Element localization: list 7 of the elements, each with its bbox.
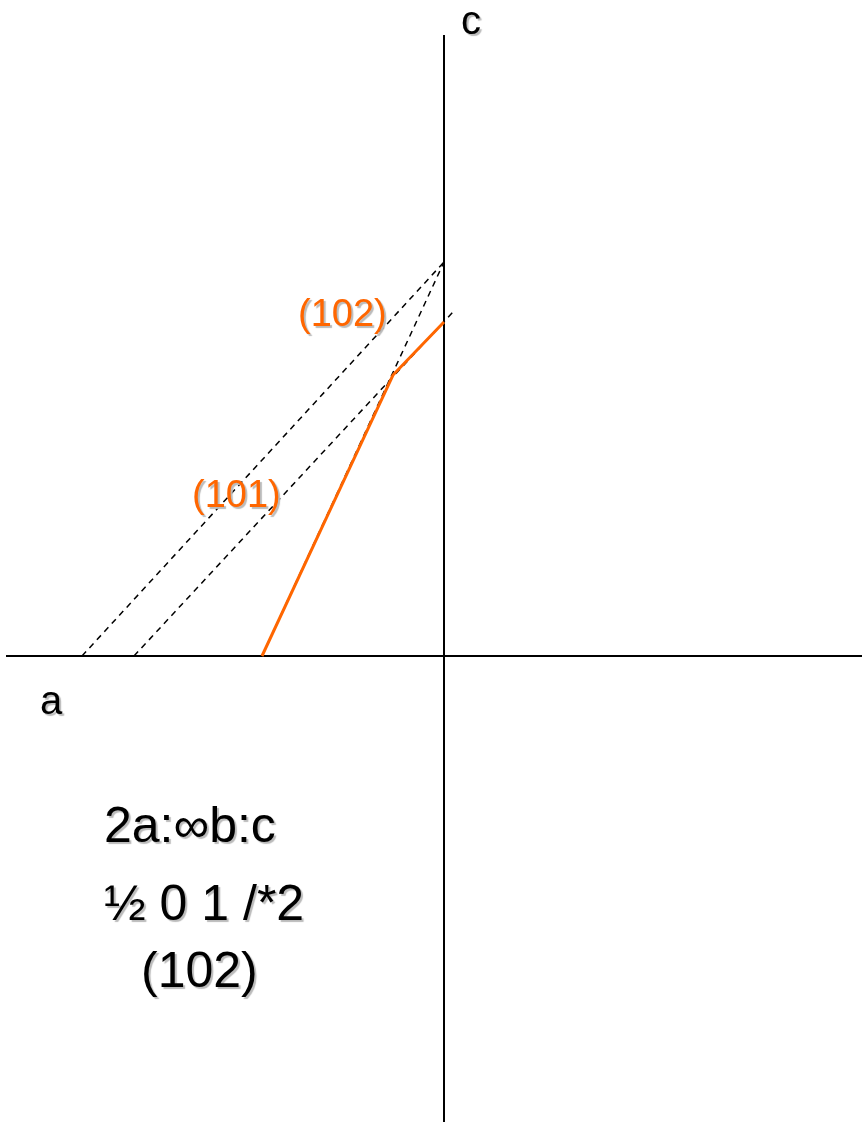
- formula-text: ½ 0 1 /*2: [104, 878, 305, 928]
- plane-label: (101): [192, 475, 281, 513]
- axis-label: c: [461, 0, 481, 40]
- plane-label: (102): [298, 294, 387, 332]
- axis-label: a: [40, 680, 63, 720]
- formula-text: (102): [141, 945, 258, 995]
- formula-text: 2a:∞b:c: [104, 800, 276, 850]
